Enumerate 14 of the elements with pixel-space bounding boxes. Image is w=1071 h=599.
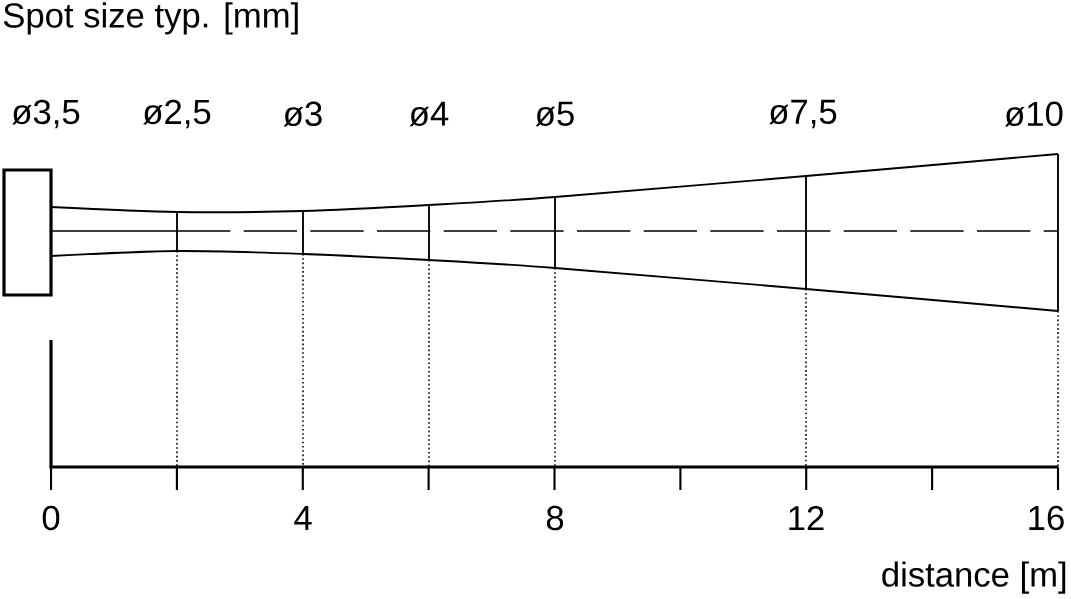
diameter-label: ø7,5 xyxy=(769,99,837,129)
tick-label: 0 xyxy=(42,505,60,531)
tick-label: 8 xyxy=(546,505,564,531)
diameter-label: ø3,5 xyxy=(12,99,80,129)
diameter-label: ø4 xyxy=(409,101,449,127)
diameter-label: ø10 xyxy=(1004,101,1063,127)
axis-title: distance [m] xyxy=(882,561,1066,594)
diameter-label: ø2,5 xyxy=(143,99,211,129)
diameter-label: ø5 xyxy=(535,101,574,127)
axis-title: Spot size typ. [mm] xyxy=(3,2,298,35)
diameter-label: ø3 xyxy=(283,101,322,127)
tick-label: 12 xyxy=(789,505,824,531)
tick-label: 4 xyxy=(294,506,312,530)
tick-label: 16 xyxy=(1029,505,1064,531)
